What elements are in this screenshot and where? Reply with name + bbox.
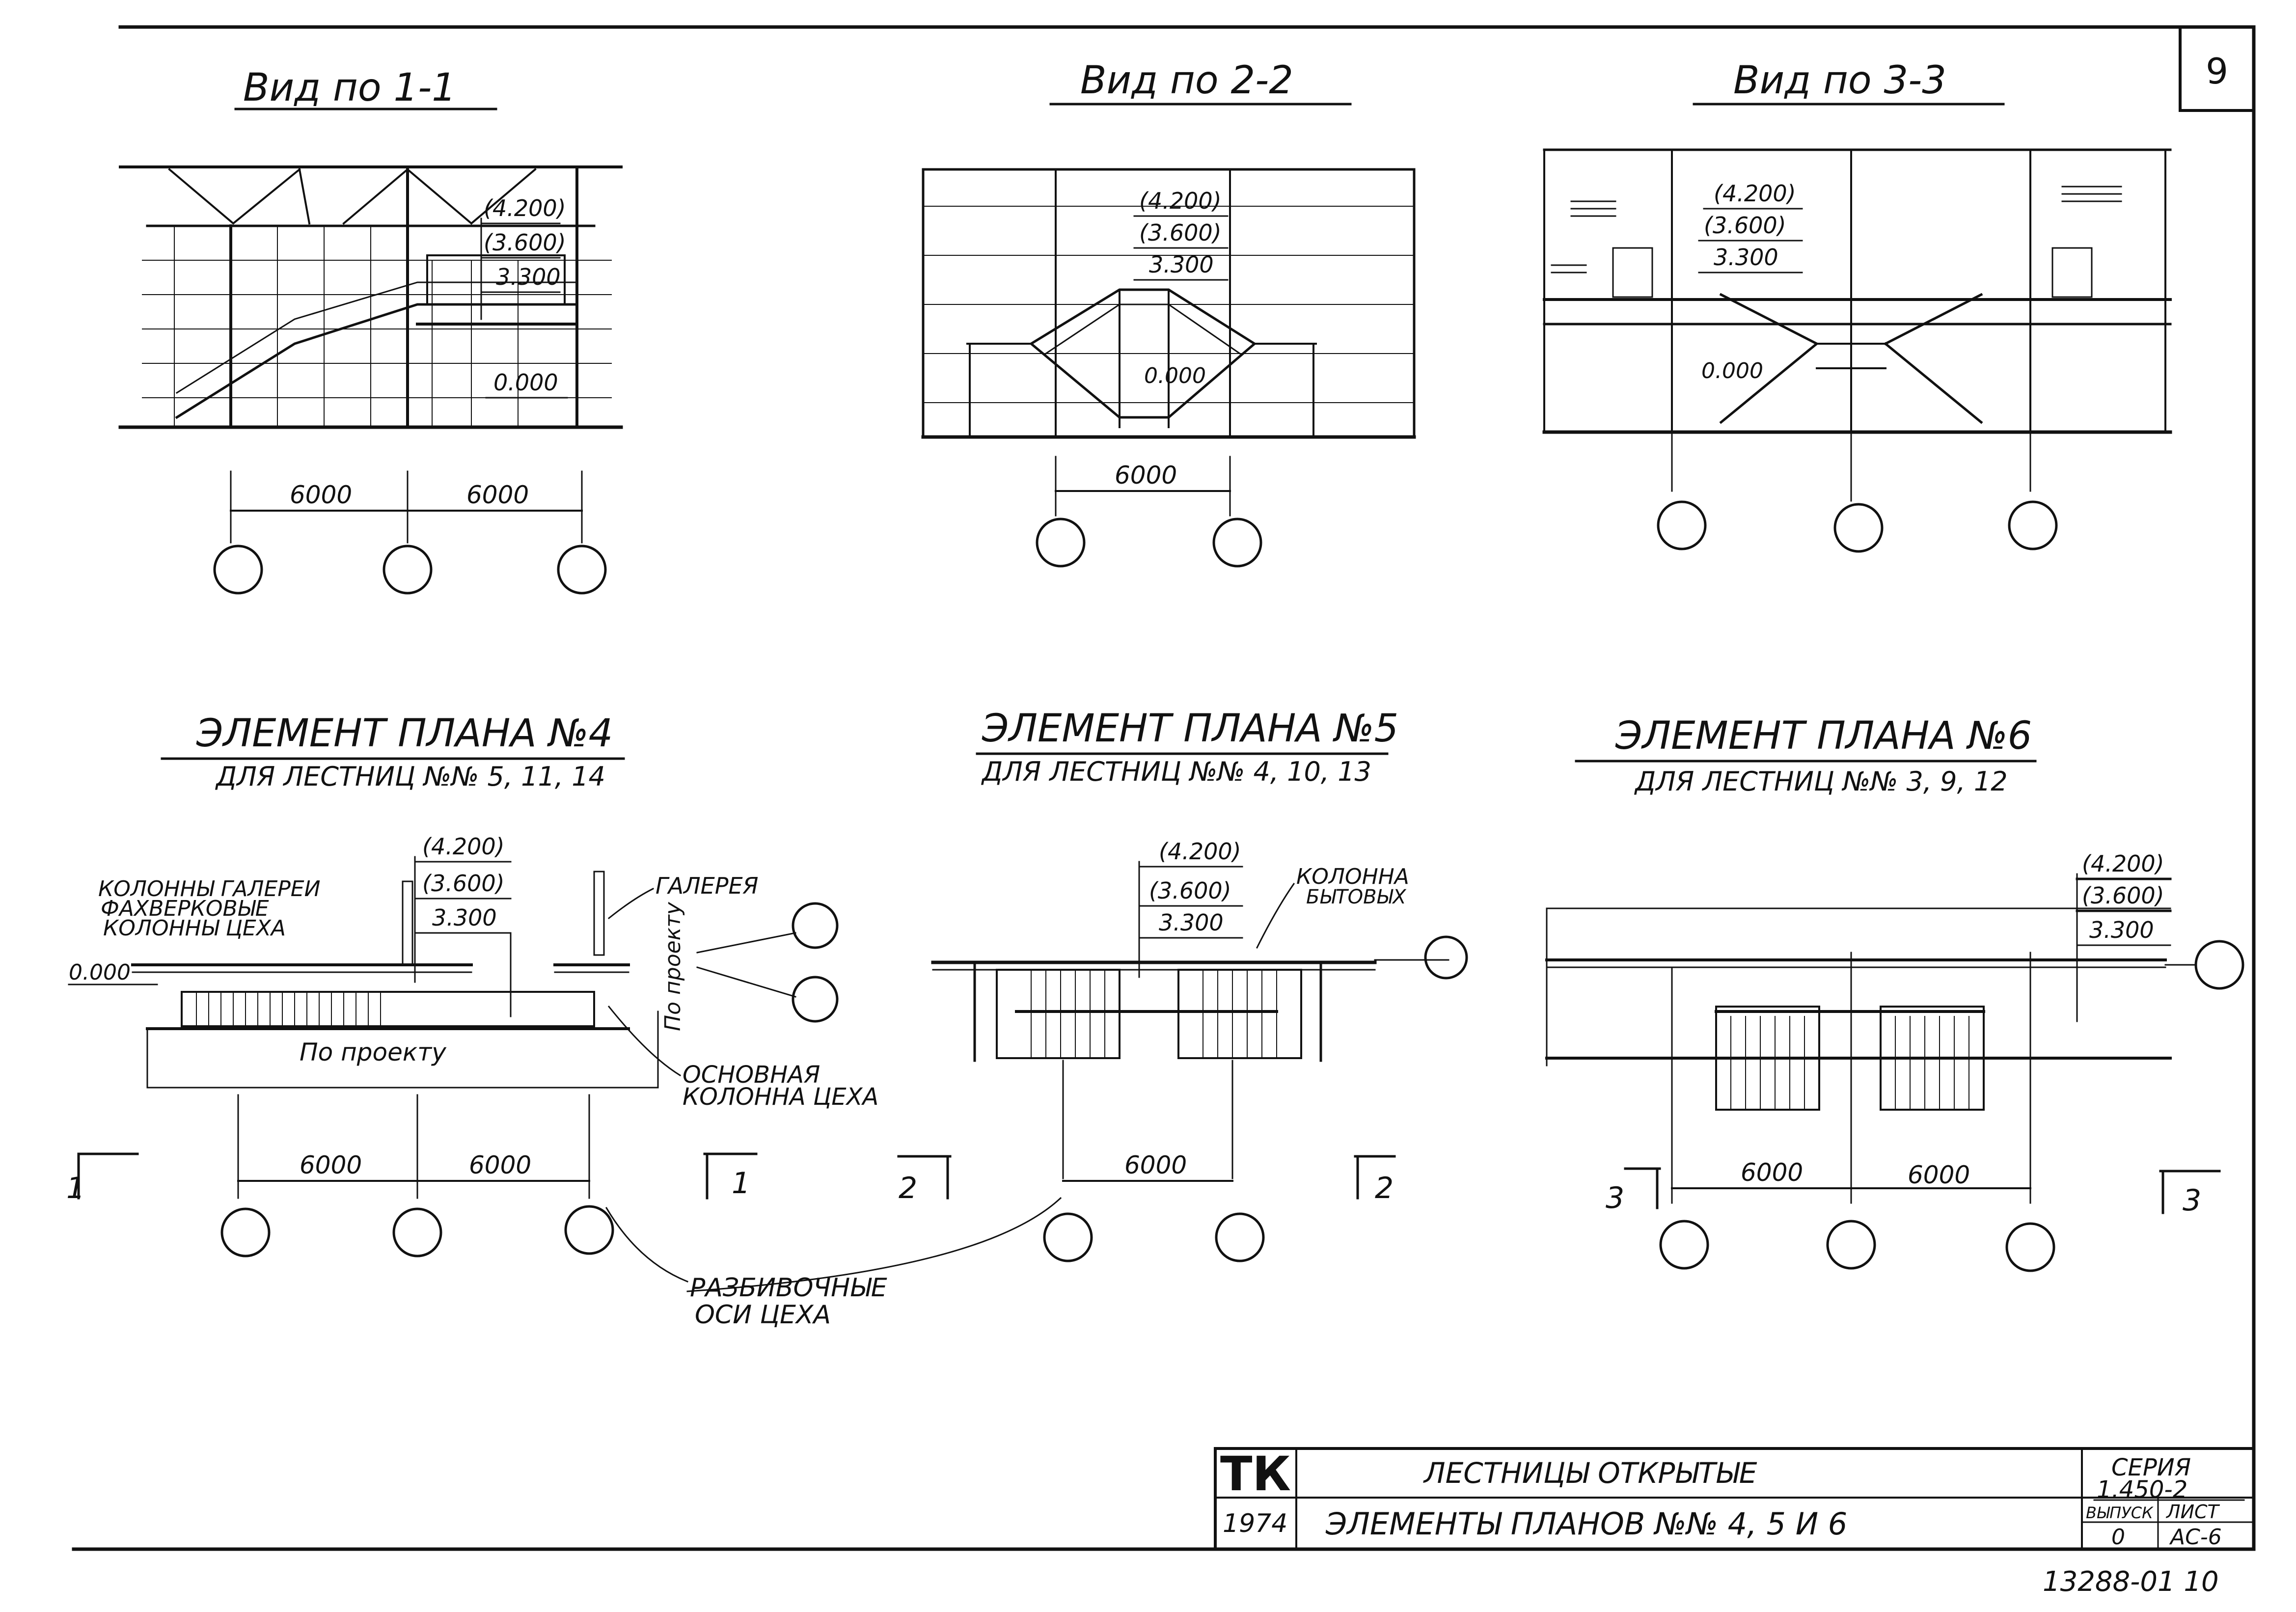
level-label: 3.300	[1149, 251, 1214, 278]
level-label: (4.200)	[422, 833, 505, 860]
issue-value: 0	[2111, 1525, 2125, 1550]
plan-subtitle: ДЛЯ ЛЕСТНИЦ №№ 3, 9, 12	[1634, 766, 2008, 797]
axis-bubble	[2194, 940, 2244, 990]
plan-4: ЭЛЕМЕНТ ПЛАНА №4 ДЛЯ ЛЕСТНИЦ №№ 5, 11, 1…	[66, 711, 1062, 1330]
level-label: 3.300	[2089, 917, 2154, 943]
title-block: ТК 1974 ЛЕСТНИЦЫ ОТКРЫТЫЕ ЭЛЕМЕНТЫ ПЛАНО…	[1214, 1447, 2255, 1551]
axis-bubble	[213, 545, 263, 595]
level-label: (4.200)	[1159, 838, 1241, 865]
section-mark: 1	[732, 1166, 750, 1201]
level-label: 3.300	[1159, 909, 1224, 936]
view-1-1: Вид по 1-1 (	[118, 66, 623, 595]
sheet-label: ЛИСТ	[2165, 1501, 2220, 1523]
dimension-label: 6000	[1124, 1151, 1187, 1179]
axis-bubble	[1043, 1212, 1093, 1262]
series-label: СЕРИЯ	[2111, 1454, 2191, 1481]
level-label: 0.000	[1144, 363, 1206, 388]
level-label: (3.600)	[1149, 877, 1231, 904]
sheet-frame: 9	[72, 25, 2256, 1551]
plan-6: ЭЛЕМЕНТ ПЛАНА №6 ДЛЯ ЛЕСТНИЦ №№ 3, 9, 12…	[1545, 714, 2244, 1272]
axis-bubble	[1657, 500, 1707, 550]
axis-bubble	[792, 902, 839, 949]
annotation: ФАХВЕРКОВЫЕ	[101, 896, 269, 921]
axis-bubble	[564, 1205, 614, 1255]
plan-subtitle: ДЛЯ ЛЕСТНИЦ №№ 4, 10, 13	[981, 756, 1371, 787]
view-2-2: Вид по 2-2 (4.200) (3.600) 3.300 0.000	[921, 58, 1416, 568]
annotation: КОЛОННА	[1296, 864, 1409, 889]
annotation: РАЗБИВОЧНЫЕ	[690, 1273, 887, 1303]
plan-subtitle: ДЛЯ ЛЕСТНИЦ №№ 5, 11, 14	[215, 761, 605, 792]
dimension-label: 6000	[466, 481, 529, 509]
axis-bubble	[1212, 518, 1262, 568]
axis-bubble	[792, 976, 839, 1023]
dimension-label: 6000	[469, 1151, 531, 1179]
annotation: ОСНОВНАЯ	[683, 1061, 820, 1089]
level-label: (4.200)	[2082, 850, 2164, 877]
view-title: Вид по 1-1	[243, 66, 456, 110]
annotation: ОСИ ЦЕХА	[695, 1300, 831, 1330]
axis-bubble	[2005, 1222, 2055, 1272]
dimension-label: 6000	[1908, 1161, 1970, 1189]
sheet-value: АС-6	[2169, 1525, 2222, 1550]
level-label: 0.000	[493, 369, 558, 396]
annotation: КОЛОННЫ ЦЕХА	[103, 916, 286, 941]
level-label: 0.000	[69, 960, 131, 985]
level-label: 3.300	[496, 264, 561, 290]
level-label: 0.000	[1701, 358, 1763, 383]
tk-logo: ТК	[1220, 1447, 1291, 1502]
level-label: (3.600)	[1704, 212, 1786, 239]
annotation: По проекту	[300, 1038, 447, 1066]
plan-title: ЭЛЕМЕНТ ПЛАНА №5	[982, 707, 1398, 751]
section-mark: 2	[899, 1171, 917, 1205]
dimension-label: 6000	[290, 481, 352, 509]
title-block-title: ЛЕСТНИЦЫ ОТКРЫТЫЕ	[1423, 1456, 1757, 1490]
axis-bubble	[557, 545, 607, 595]
axis-bubble	[1424, 935, 1468, 980]
annotation: БЫТОВЫХ	[1306, 886, 1407, 908]
axis-bubble	[2008, 500, 2058, 550]
dimension-label: 6000	[300, 1151, 362, 1179]
axis-bubble	[1215, 1212, 1265, 1262]
plan-title: ЭЛЕМЕНТ ПЛАНА №4	[196, 711, 613, 756]
section-mark: 1	[66, 1171, 85, 1205]
view-title: Вид по 2-2	[1080, 58, 1293, 103]
dimension-label: 6000	[1741, 1158, 1803, 1187]
annotation: КОЛОННЫ ГАЛЕРЕИ	[98, 876, 321, 902]
axis-bubble	[1826, 1220, 1876, 1270]
issue-label: ВЫПУСК	[2086, 1503, 2154, 1522]
axis-bubble	[1833, 503, 1884, 553]
drawing-code: 13288-01 10	[2043, 1566, 2219, 1598]
annotation: КОЛОННА ЦЕХА	[683, 1083, 878, 1111]
view-title: Вид по 3-3	[1733, 58, 1946, 103]
axis-bubble	[383, 545, 433, 595]
axis-bubble	[220, 1207, 271, 1257]
level-label: (3.600)	[484, 229, 566, 256]
level-label: (4.200)	[1714, 180, 1796, 207]
axis-bubble	[1659, 1220, 1709, 1270]
series-value: 1.450-2	[2097, 1476, 2187, 1503]
plan-title: ЭЛЕМЕНТ ПЛАНА №6	[1615, 714, 2032, 758]
level-label: (4.200)	[484, 195, 566, 221]
plan-5: ЭЛЕМЕНТ ПЛАНА №5 ДЛЯ ЛЕСТНИЦ №№ 4, 10, 1…	[897, 707, 1468, 1262]
title-block-year: 1974	[1223, 1509, 1287, 1538]
level-label: 3.300	[1714, 244, 1778, 271]
annotation: ГАЛЕРЕЯ	[656, 873, 759, 899]
level-label: (3.600)	[422, 870, 505, 897]
section-mark: 3	[2183, 1183, 2201, 1218]
axis-bubble	[1036, 518, 1086, 568]
sheet-number: 9	[2206, 51, 2228, 92]
view-3-3: Вид по 3-3 (4.200) (3.600) 3.300	[1542, 58, 2172, 553]
annotation: По проекту	[660, 902, 685, 1031]
section-mark: 2	[1375, 1171, 1394, 1205]
section-mark: 3	[1606, 1181, 1624, 1215]
level-label: (3.600)	[2082, 882, 2164, 909]
level-label: (3.600)	[1139, 219, 1222, 246]
axis-bubble	[392, 1207, 442, 1257]
title-block-subtitle: ЭЛЕМЕНТЫ ПЛАНОВ №№ 4, 5 И 6	[1325, 1506, 1847, 1542]
level-label: 3.300	[432, 904, 497, 931]
level-label: (4.200)	[1139, 188, 1222, 214]
dimension-label: 6000	[1115, 461, 1177, 490]
